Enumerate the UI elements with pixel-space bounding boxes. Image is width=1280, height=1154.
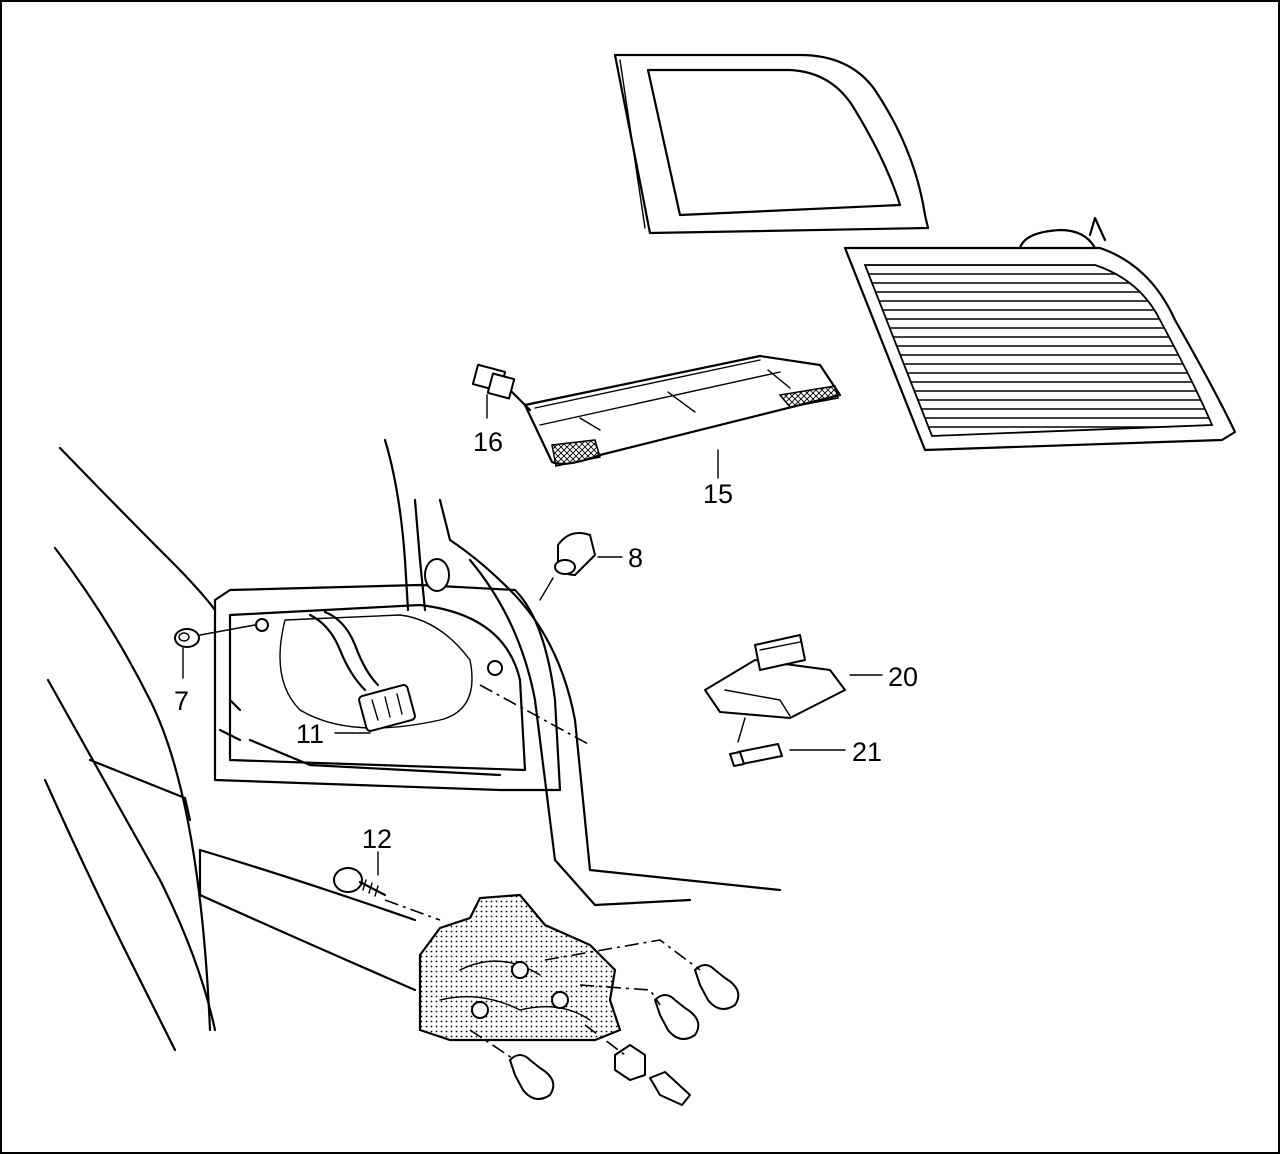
callout-21: 21 — [852, 737, 882, 767]
bulb-3 — [509, 1054, 555, 1100]
brake-light-connector — [471, 363, 532, 412]
callout-20: 20 — [888, 662, 918, 692]
grommet — [174, 628, 200, 648]
callout-12: 12 — [362, 824, 392, 854]
bulb-holder-small — [614, 1044, 646, 1081]
wiring-harness — [308, 610, 416, 732]
bulb-2 — [654, 994, 700, 1040]
callout-8: 8 — [628, 543, 643, 573]
mounting-screw — [333, 867, 387, 897]
number-plate-light — [704, 634, 846, 719]
callout-15: 15 — [703, 479, 733, 509]
leader-lines — [182, 394, 883, 1061]
bulb-carrier — [418, 893, 622, 1042]
wedge-bulb — [649, 1071, 691, 1106]
brake-light-housing — [523, 354, 842, 467]
callout-7: 7 — [174, 686, 189, 716]
rear-window-glass — [613, 53, 930, 235]
bulb-holder — [554, 532, 596, 576]
callout-16: 16 — [473, 427, 503, 457]
callout-11: 11 — [296, 719, 324, 749]
tail-light-lens — [843, 216, 1237, 452]
car-body-panel — [43, 438, 782, 1052]
bulb-1 — [694, 964, 740, 1010]
festoon-bulb — [729, 743, 783, 767]
